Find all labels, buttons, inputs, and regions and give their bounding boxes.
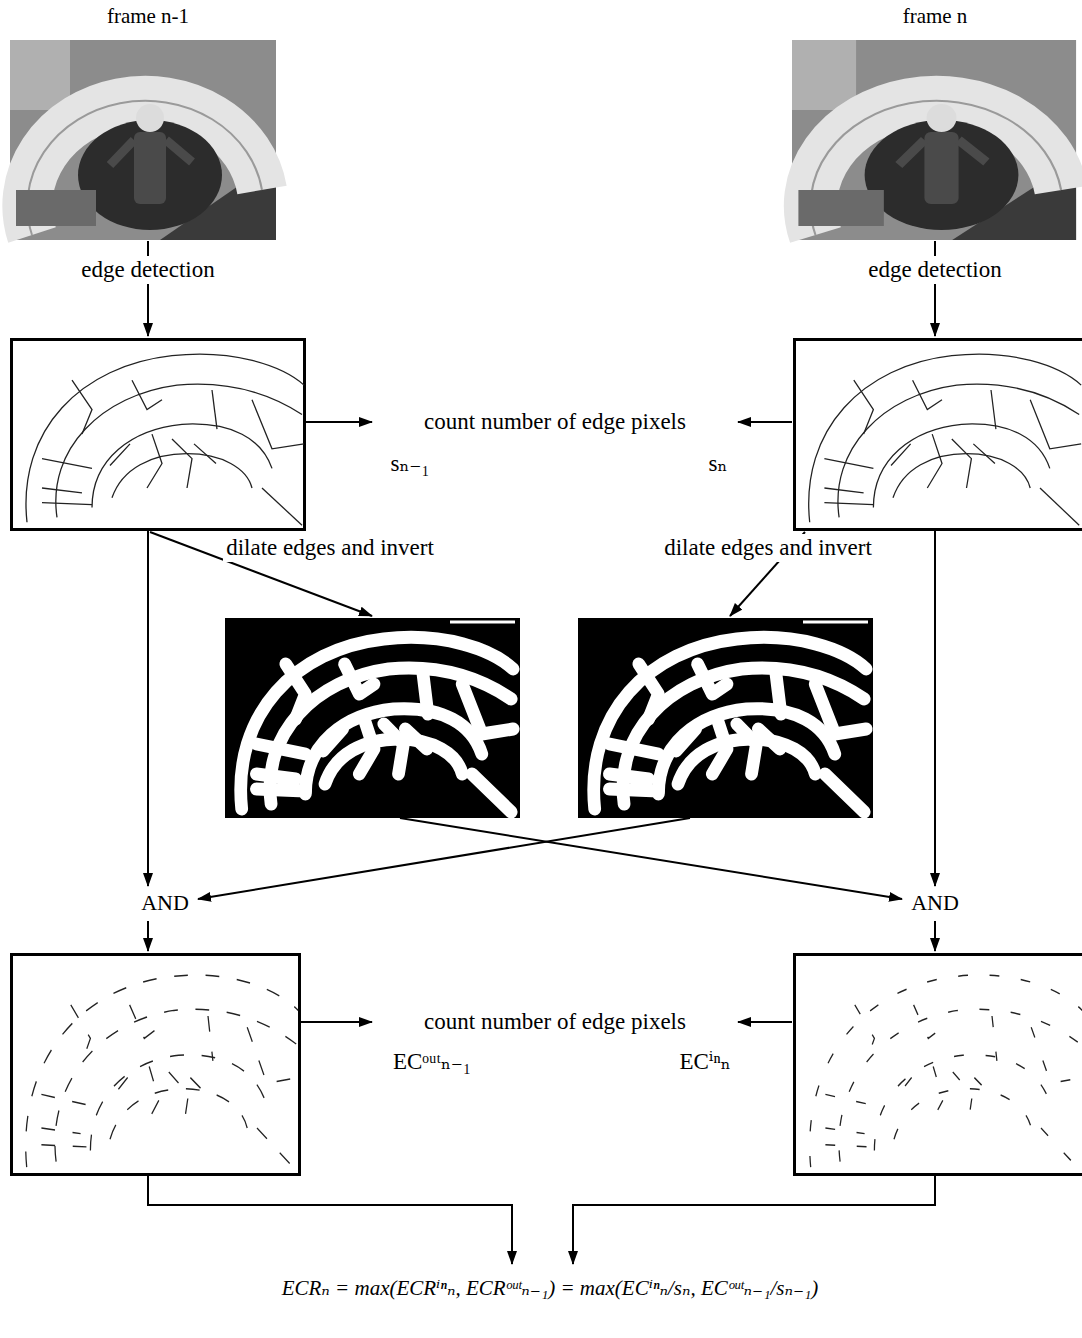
arrows bbox=[148, 241, 935, 1264]
node-text: AND bbox=[141, 890, 189, 916]
photo-frame-prev bbox=[10, 40, 276, 240]
node-subtext: sₙ₋₁ bbox=[390, 450, 429, 478]
step-label: edge detection bbox=[78, 256, 217, 284]
arrow bbox=[934, 921, 936, 951]
dilated-bar bbox=[803, 621, 868, 624]
node-subtext: ECⁱⁿₙ bbox=[679, 1048, 730, 1076]
changed-edge-sketch bbox=[26, 975, 298, 1171]
count-step: count number of edge pixels sₙ₋₁ sₙ bbox=[360, 400, 740, 486]
dilated-map-clip bbox=[594, 622, 868, 812]
node-text: AND bbox=[911, 890, 959, 916]
node-text: frame n-1 bbox=[107, 4, 189, 29]
node-text: count number of edge pixels bbox=[424, 1008, 686, 1036]
node-subtext: sₙ bbox=[709, 450, 728, 478]
count-step: count number of edge pixelsECᵒᵘᵗₙ₋₁ ECⁱⁿₙ bbox=[360, 1000, 740, 1086]
changed-edge-sketch bbox=[810, 975, 1082, 1171]
dilated-bar bbox=[450, 621, 515, 624]
arrow bbox=[934, 531, 936, 886]
dilated-map-clip bbox=[241, 622, 515, 812]
arrow bbox=[198, 818, 690, 899]
edge-map-box bbox=[12, 340, 305, 530]
video-frame: frame n-1 bbox=[0, 0, 296, 242]
step-label: dilate edges and invert bbox=[223, 534, 437, 562]
and-operator: AND bbox=[110, 886, 220, 922]
node-subtext: ECᵒᵘᵗₙ₋₁ bbox=[393, 1048, 471, 1076]
arrow bbox=[147, 531, 149, 886]
arrow bbox=[738, 1021, 792, 1023]
arrow bbox=[301, 1021, 372, 1023]
node-text: ECRₙ = max(ECRⁱⁿₙ, ECRᵒᵘᵗₙ₋₁) = max(ECⁱⁿ… bbox=[282, 1276, 819, 1301]
arrow bbox=[306, 421, 372, 423]
changed-edge-box bbox=[795, 955, 1082, 1175]
formula: ECRₙ = max(ECRⁱⁿₙ, ECRᵒᵘᵗₙ₋₁) = max(ECⁱⁿ… bbox=[20, 1268, 1062, 1316]
arrow bbox=[573, 1176, 935, 1264]
photo-frame-cur bbox=[792, 40, 1076, 240]
step-label: edge detection bbox=[865, 256, 1004, 284]
and-operator: AND bbox=[880, 886, 990, 922]
edge-sketch bbox=[26, 354, 304, 525]
step-label: dilate edges and invert bbox=[661, 534, 875, 562]
dilated-map bbox=[578, 618, 873, 818]
dilated-sketch bbox=[241, 637, 513, 812]
node-text: count number of edge pixels bbox=[424, 408, 686, 436]
dilated-sketch bbox=[594, 637, 866, 812]
edge-map-box bbox=[795, 340, 1082, 530]
arrow bbox=[148, 1176, 512, 1264]
edge-sketch bbox=[809, 354, 1081, 525]
dilated-map bbox=[225, 618, 520, 818]
arrow bbox=[738, 421, 792, 423]
arrow bbox=[400, 818, 902, 899]
arrow bbox=[147, 921, 149, 951]
node-text: frame n bbox=[903, 4, 968, 29]
video-frame: frame n bbox=[786, 0, 1082, 242]
changed-edge-box bbox=[12, 955, 300, 1175]
